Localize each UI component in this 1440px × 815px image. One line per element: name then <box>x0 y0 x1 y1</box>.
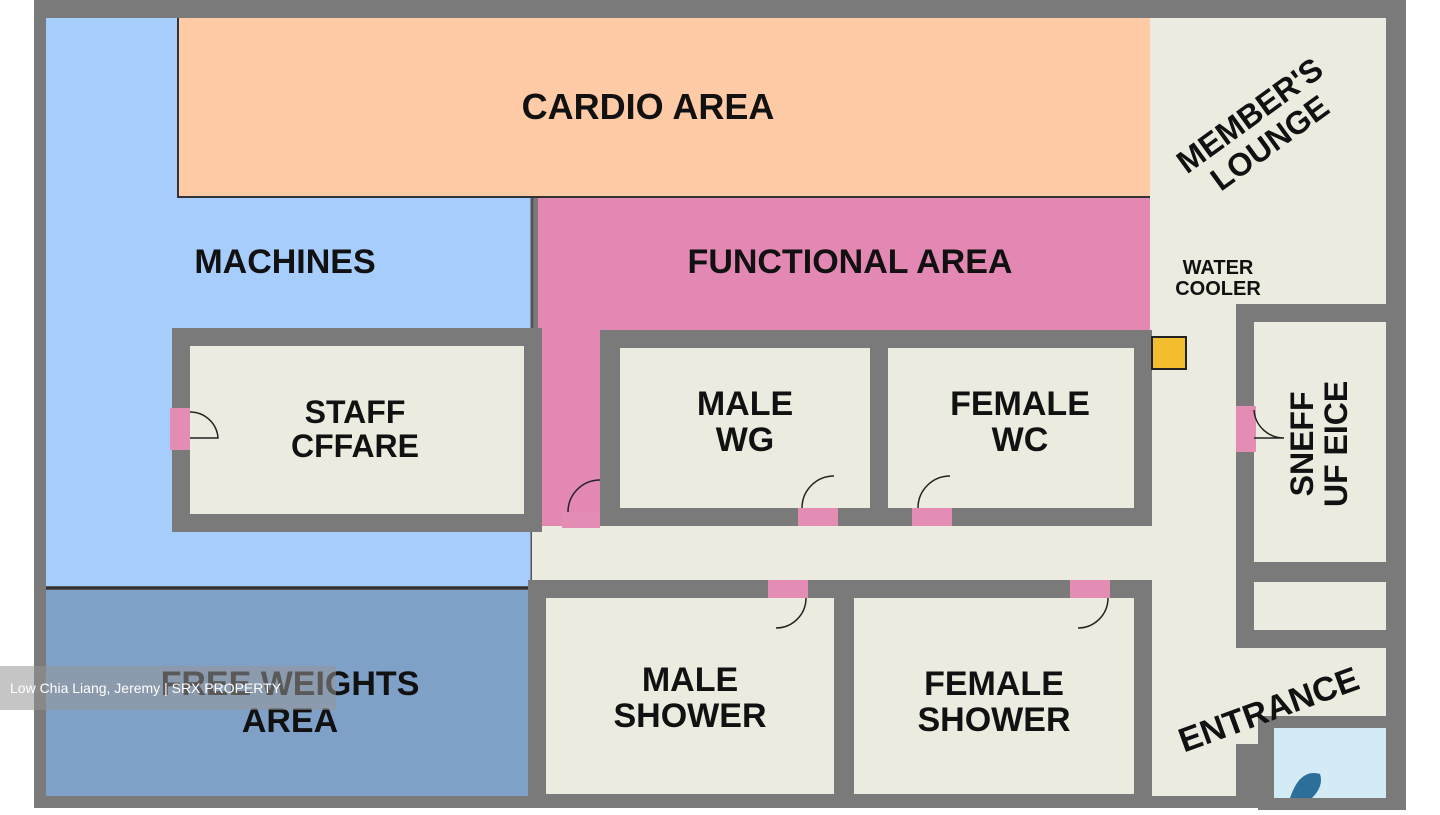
male-shower-line-1: MALE <box>641 661 739 699</box>
male-wc-line-1: MALE <box>696 385 794 423</box>
door-functional <box>562 479 601 528</box>
female-wc-floor <box>888 348 1134 508</box>
water-cooler-line-2: COOLER <box>1175 278 1261 301</box>
water-cooler-line-1: WATER <box>1182 257 1254 279</box>
staff-office-left-label: STAFF CFFARE <box>230 394 480 464</box>
machines-label: MACHINES <box>194 243 376 281</box>
door-staff-office-right <box>1236 406 1285 452</box>
staff-office-right-floor <box>1254 322 1386 562</box>
cardio-area-label: CARDIO AREA <box>521 86 775 127</box>
staff-office-right-line-1: SNEFF <box>1284 391 1321 497</box>
female-wc-line-1: FEMALE <box>950 385 1090 423</box>
plant-icon <box>1290 773 1321 798</box>
staff-office-left-line-2: CFFARE <box>291 427 419 464</box>
door-staff-office-left <box>170 408 219 450</box>
female-wc-label: FEMALE WC <box>900 386 1140 458</box>
male-shower-floor <box>546 598 834 794</box>
corridor-mid <box>532 526 1150 580</box>
storage-floor <box>1254 582 1386 630</box>
entrance-outside <box>1274 728 1386 798</box>
cardio-zone <box>178 18 1150 198</box>
female-shower-floor <box>854 598 1134 794</box>
members-lounge-zone <box>1150 18 1386 304</box>
water-cooler-label: WATER COOLER <box>1156 257 1280 301</box>
water-cooler-icon <box>1151 336 1187 370</box>
staff-office-right-line-2: UF EICE <box>1318 380 1354 508</box>
female-shower-line-2: SHOWER <box>917 701 1071 740</box>
door-female-shower <box>1070 580 1110 629</box>
male-wc-line-2: WG <box>715 421 775 460</box>
functional-area-label: FUNCTIONAL AREA <box>687 243 1013 281</box>
male-shower-label: MALE SHOWER <box>570 662 810 734</box>
staff-office-right-label: SNEFF UF EICE <box>1284 324 1354 564</box>
staff-office-left-floor <box>190 346 524 514</box>
door-female-wc <box>912 475 952 526</box>
male-wc-label: MALE WG <box>640 386 850 458</box>
male-shower-line-2: SHOWER <box>613 697 767 736</box>
male-wc-floor <box>620 348 870 508</box>
watermark: Low Chia Liang, Jeremy | SRX PROPERTY <box>0 666 336 710</box>
door-male-shower <box>768 580 808 629</box>
female-wc-line-2: WC <box>991 421 1049 460</box>
staff-office-left-line-1: STAFF <box>304 394 406 430</box>
door-male-wc <box>798 475 838 526</box>
female-shower-label: FEMALE SHOWER <box>874 666 1114 738</box>
female-shower-line-1: FEMALE <box>924 665 1064 703</box>
